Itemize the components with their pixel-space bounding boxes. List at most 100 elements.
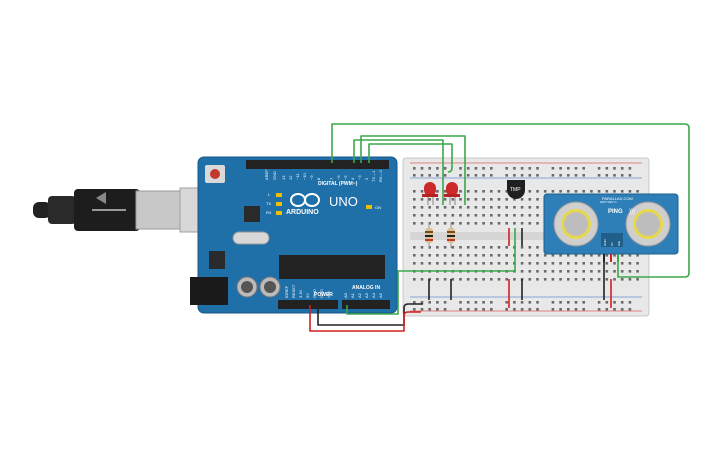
breadboard-hole: [497, 214, 501, 217]
pin-label-3: ~3: [357, 175, 362, 180]
breadboard-hole: [636, 278, 639, 281]
power-header: [278, 300, 338, 309]
temperature-sensor[interactable]: TMP: [507, 180, 525, 199]
breadboard-hole: [520, 254, 524, 257]
svg-text:))): ))): [629, 209, 635, 215]
wire-green-led1[interactable]: [353, 139, 444, 205]
rail-hole: [528, 174, 532, 177]
red-led-1[interactable]: [422, 182, 438, 205]
rail-hole: [420, 167, 424, 170]
breadboard-hole: [536, 278, 539, 281]
rail-hole: [474, 167, 478, 170]
breadboard-hole: [520, 262, 524, 265]
breadboard-hole: [567, 278, 570, 281]
rail-hole: [605, 308, 609, 311]
breadboard-hole: [497, 190, 501, 193]
breadboard-hole: [567, 254, 570, 257]
wires[interactable]: [309, 123, 690, 332]
sensor-rev: 2007 REV C: [600, 200, 618, 204]
breadboard-hole: [613, 270, 616, 273]
rail-hole: [559, 301, 562, 304]
rail-hole: [466, 308, 470, 311]
breadboard-hole: [505, 222, 508, 225]
breadboard-hole: [613, 254, 616, 257]
breadboard-hole: [474, 262, 478, 265]
breadboard-hole: [474, 254, 478, 257]
resistor-1[interactable]: [425, 222, 433, 248]
breadboard-hole: [513, 198, 516, 201]
pin-label-gnd-1: GND: [312, 289, 317, 298]
breadboard-hole: [436, 214, 439, 217]
breadboard-hole: [567, 262, 570, 265]
breadboard-hole: [528, 206, 532, 209]
arduino-logo: [290, 193, 320, 207]
pin-label-rx0: RX←0: [378, 169, 383, 182]
rail-hole: [567, 167, 570, 170]
rail-hole: [428, 308, 431, 311]
rail-hole: [466, 167, 470, 170]
rail-hole: [551, 308, 555, 311]
rail-hole: [436, 308, 439, 311]
breadboard-hole: [451, 198, 455, 201]
breadboard-hole: [513, 222, 516, 225]
rail-hole: [536, 174, 539, 177]
breadboard-hole: [459, 262, 462, 265]
breadboard-hole: [490, 206, 493, 209]
resistor-2[interactable]: [447, 222, 455, 248]
breadboard-hole: [597, 262, 601, 265]
breadboard-hole: [420, 206, 424, 209]
pin-label-tx1: TX→1: [371, 170, 376, 182]
rail-hole: [582, 174, 585, 177]
pin-label-13: 13: [281, 175, 286, 180]
breadboard-hole: [482, 262, 485, 265]
pin-label-2: 2: [364, 177, 369, 180]
breadboard-hole: [520, 198, 524, 201]
breadboard-hole: [428, 214, 431, 217]
arduino-board[interactable]: ARDUINO UNO DIGITAL (PWM~) POWER ANALOG …: [190, 156, 398, 314]
breadboard-hole: [574, 278, 578, 281]
breadboard-hole: [459, 278, 462, 281]
wire-green-led2[interactable]: [360, 135, 466, 205]
rail-hole: [505, 301, 508, 304]
ping-ultrasonic-sensor[interactable]: PARALLAX.COM 2007 REV C PING ))) GND 5V …: [543, 193, 679, 262]
breadboard-hole: [620, 262, 624, 265]
rail-hole: [574, 301, 578, 304]
breadboard-hole: [413, 222, 416, 225]
sensor-name: PING: [608, 209, 623, 215]
rail-hole: [574, 167, 578, 170]
model-label: UNO: [329, 194, 358, 209]
rail-hole: [536, 167, 539, 170]
breadboard-hole: [436, 198, 439, 201]
breadboard-hole: [466, 206, 470, 209]
analog-label: ANALOG IN: [352, 285, 380, 291]
breadboard-hole: [620, 254, 624, 257]
sensor-brand: PARALLAX.COM: [602, 196, 633, 201]
breadboard-hole: [528, 246, 532, 249]
breadboard-hole: [443, 190, 447, 193]
rail-hole: [520, 167, 524, 170]
wire-green-analog[interactable]: [346, 228, 516, 315]
breadboard-hole: [613, 278, 616, 281]
wire-red-5v[interactable]: [309, 305, 421, 332]
breadboard-hole: [451, 278, 455, 281]
wire-green-sig[interactable]: [331, 123, 690, 278]
pin-label-aref: AREF: [264, 169, 269, 180]
breadboard-hole: [459, 214, 462, 217]
sensor-5v-label: 5V: [610, 242, 614, 246]
breadboard-hole: [559, 254, 562, 257]
breadboard-hole: [428, 222, 431, 225]
wire-green-short[interactable]: [368, 143, 453, 173]
rail-hole: [628, 167, 632, 170]
rail-hole: [613, 301, 616, 304]
breadboard-hole: [482, 246, 485, 249]
rail-hole: [582, 308, 585, 311]
red-led-2[interactable]: [444, 182, 460, 205]
breadboard-hole: [590, 270, 593, 273]
rail-hole: [605, 174, 609, 177]
breadboard-hole: [413, 206, 416, 209]
breadboard-hole: [443, 222, 447, 225]
breadboard-hole: [528, 270, 532, 273]
breadboard-hole: [559, 270, 562, 273]
breadboard-hole: [443, 246, 447, 249]
